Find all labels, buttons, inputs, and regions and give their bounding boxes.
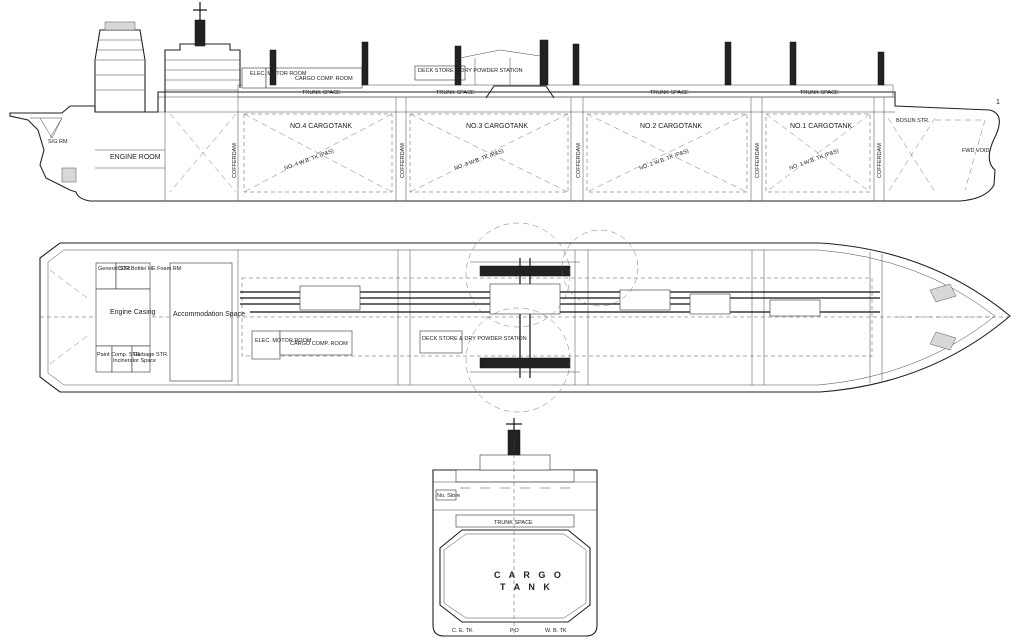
label-trunk-space-1: TRUNK SPACE	[302, 90, 341, 96]
label-general-str: General STR.	[98, 266, 132, 272]
label-no3-wb-tank: NO. 3 W.B. TK (P&S)	[454, 148, 505, 172]
label-no2-wb-tank: NO. 2 W.B. TK (P&S)	[639, 148, 690, 172]
label-trunk-space-3: TRUNK SPACE	[650, 90, 689, 96]
profile-hull	[9, 91, 1000, 202]
section-cargo-tank	[439, 529, 591, 623]
label-no2-cargotank: NO.2 CARGOTANK	[640, 123, 702, 130]
section-hull	[432, 469, 598, 637]
label-no-store: No. Store	[437, 493, 460, 499]
label-fwd-void: FWD VOID	[962, 148, 990, 154]
label-sg-room: S/G RM	[48, 139, 68, 145]
label-trunk-space-2: TRUNK SPACE	[436, 90, 475, 96]
label-incinerator: Incinerator Space	[113, 358, 156, 364]
label-bosun-str: BOSUN STR.	[896, 118, 930, 124]
label-cofferdam-4: COFFERDAM	[755, 143, 761, 178]
label-wb-tk: W. B. TK	[545, 628, 567, 634]
label-garbage-str: Garbage STR.	[133, 352, 169, 358]
plan-piping	[240, 258, 880, 378]
label-elec-motor-room: ELEC. MOTOR ROOM	[250, 71, 307, 77]
label-no4-wb-tank: NO. 4 W.B. TK (P&S)	[284, 148, 335, 172]
label-plan-cargo-comp-room: CARGO COMP. ROOM	[290, 341, 348, 347]
label-cofferdam-2: COFFERDAM	[400, 143, 406, 178]
label-plan-deck-store: DECK STORE & DRY POWDER STATION	[422, 336, 527, 342]
label-accommodation: Accommodation Space	[173, 311, 245, 318]
plan-hull	[39, 242, 1011, 393]
label-tank: T A N K	[500, 582, 553, 592]
label-no1-cargotank: NO.1 CARGOTANK	[790, 123, 852, 130]
plan-view: General STR. CO2 Bottle/ HE Foam RM Engi…	[39, 222, 1011, 413]
label-cargo: C A R G O	[494, 570, 564, 580]
label-cofferdam-3: COFFERDAM	[576, 143, 582, 178]
profile-masts	[269, 39, 885, 99]
label-section-trunk-space: TRUNK SPACE	[494, 520, 533, 526]
label-deck-store: DECK STORE & DRY POWDER STATION	[418, 68, 523, 74]
section-view: TRUNK SPACE No. Store C A R G O T A N K …	[432, 418, 598, 637]
label-no4-cargotank: NO.4 CARGOTANK	[290, 123, 352, 130]
label-ce-tk: C. E. TK	[452, 628, 473, 634]
label-co2-bottle: CO2 Bottle/ HE Foam RM	[118, 266, 182, 272]
label-paint-comp: Paint Comp. STR.	[97, 352, 142, 358]
label-cargo-comp-room: CARGO COMP. ROOM	[295, 76, 353, 82]
profile-view: 1 ENGINE ROOM S/G RM ELEC. MOTOR ROOM CA…	[9, 2, 1000, 202]
label-po: P.O	[510, 628, 519, 634]
label-cofferdam-5: COFFERDAM	[877, 143, 883, 178]
label-trunk-space-4: TRUNK SPACE	[800, 90, 839, 96]
label-plan-elec-motor-room: ELEC. MOTOR ROOM	[255, 338, 312, 344]
label-engine-room: ENGINE ROOM	[110, 154, 161, 161]
label-no3-cargotank: NO.3 CARGOTANK	[466, 123, 528, 130]
label-engine-casing: Engine Casing	[110, 309, 156, 316]
frame-mark: 1	[996, 99, 1000, 106]
label-cofferdam-1: COFFERDAM	[232, 143, 238, 178]
label-no1-wb-tank: NO. 1 W.B. TK (P&S)	[789, 148, 840, 172]
